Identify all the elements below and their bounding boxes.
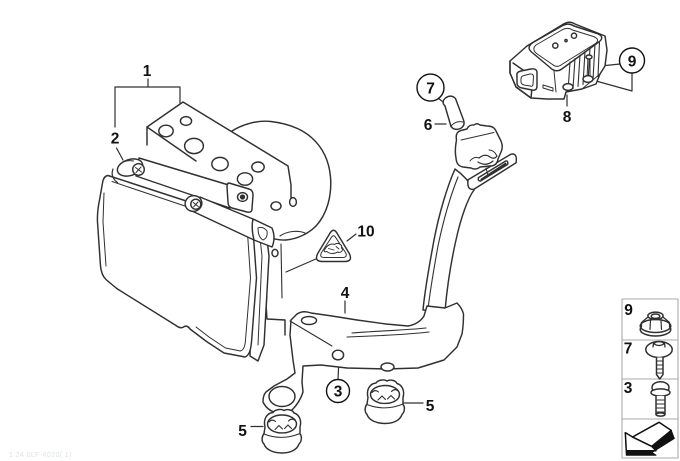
svg-text:9: 9: [628, 54, 637, 71]
svg-text:4: 4: [341, 285, 350, 302]
svg-text:7: 7: [624, 341, 633, 358]
svg-text:3: 3: [624, 380, 633, 397]
svg-text:5: 5: [238, 423, 247, 440]
svg-text:1: 1: [143, 63, 152, 80]
svg-text:10: 10: [357, 224, 374, 241]
svg-text:6: 6: [424, 117, 433, 134]
svg-text:5: 5: [426, 398, 435, 415]
svg-text:8: 8: [563, 109, 572, 126]
svg-text:9: 9: [624, 302, 633, 319]
svg-text:3: 3: [334, 384, 343, 401]
svg-text:2: 2: [111, 131, 120, 148]
svg-text:7: 7: [426, 81, 435, 98]
